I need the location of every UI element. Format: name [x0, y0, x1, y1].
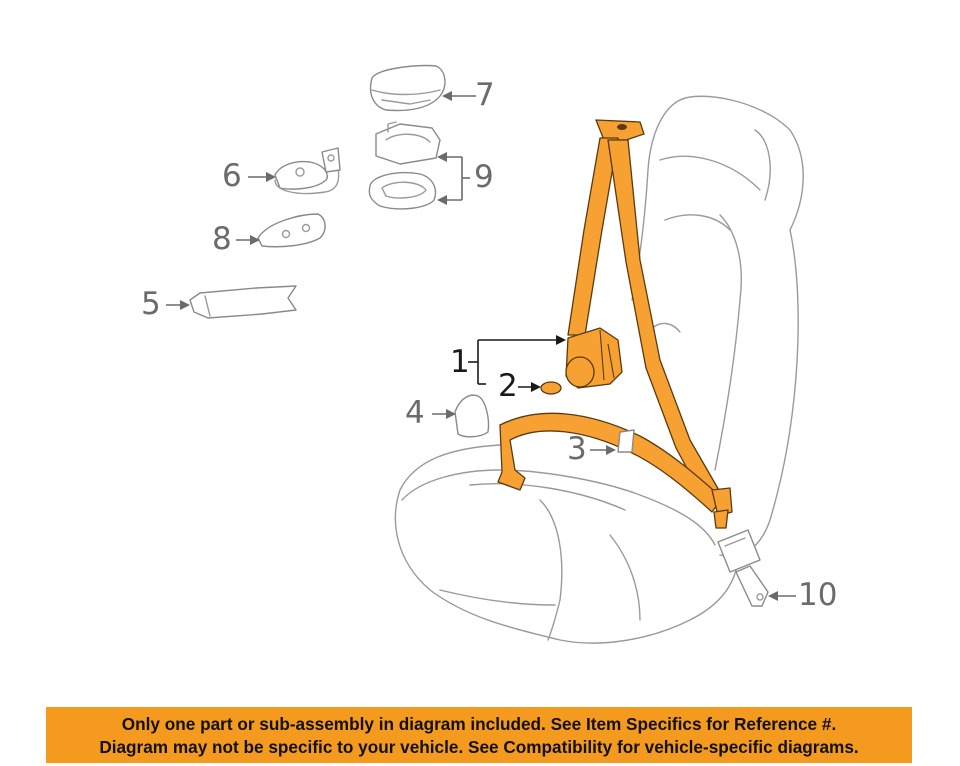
callout-9: 9 — [474, 159, 494, 195]
leader-lines — [166, 91, 796, 601]
callout-5: 5 — [141, 286, 161, 322]
callout-6: 6 — [222, 158, 242, 194]
trim-cap — [454, 394, 490, 438]
belt-guide — [617, 429, 635, 453]
buckle-end — [189, 285, 297, 319]
seat-belt-assembly — [497, 119, 733, 529]
disclaimer-line-2: Diagram may not be specific to your vehi… — [99, 737, 859, 757]
callout-4: 4 — [405, 395, 425, 431]
buckle — [717, 529, 769, 607]
callout-8: 8 — [212, 221, 232, 257]
callout-2: 2 — [498, 368, 518, 404]
plug — [540, 381, 562, 395]
callout-1: 1 — [450, 344, 470, 380]
trim-ring-set — [368, 121, 441, 210]
disclaimer-line-1: Only one part or sub-assembly in diagram… — [121, 714, 837, 734]
callout-7: 7 — [475, 77, 495, 113]
disclaimer-banner: Only one part or sub-assembly in diagram… — [46, 707, 912, 763]
seat-belt-diagram — [166, 64, 804, 644]
seat-cushion — [394, 444, 739, 644]
upper-cover — [369, 64, 446, 112]
anchor-cable — [274, 147, 341, 195]
callout-3: 3 — [567, 431, 587, 467]
seat-back — [631, 95, 804, 557]
callout-10: 10 — [798, 577, 838, 613]
anchor-plate — [257, 213, 326, 248]
